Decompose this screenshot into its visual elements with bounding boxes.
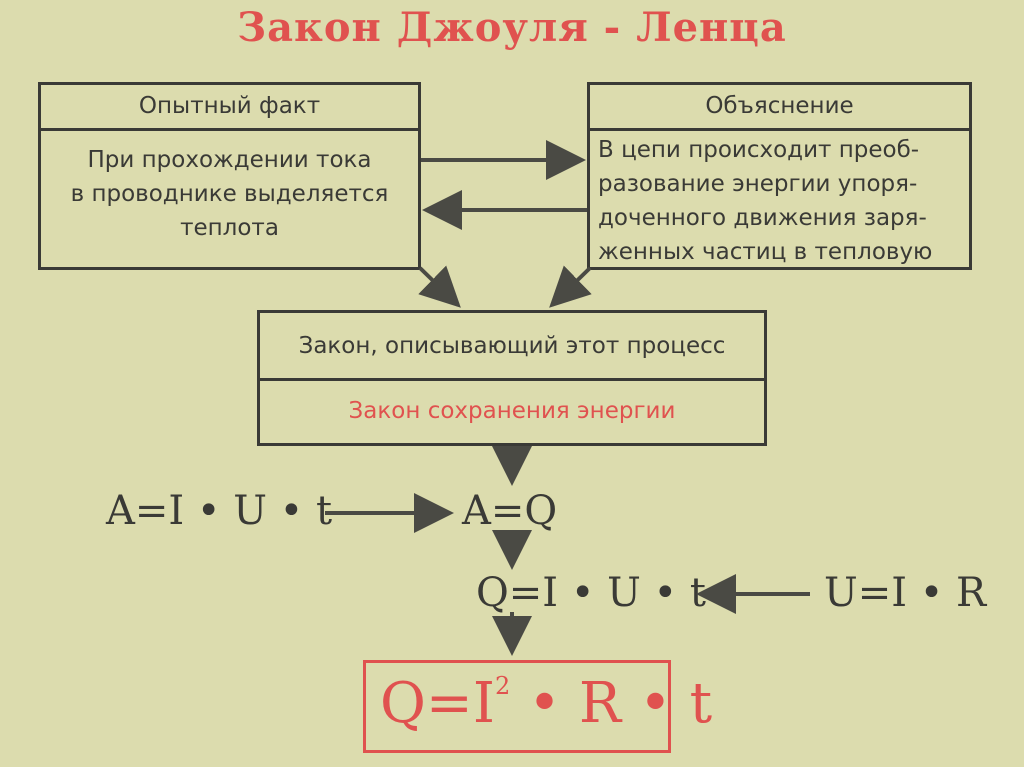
explanation-box: Объяснение В цепи происходит преоб- разо… [587, 82, 972, 270]
explanation-line: разование энергии упоря- [598, 171, 918, 197]
explanation-line: доченного движения заря- [598, 205, 927, 231]
ohm-law-formula: U=I • R [824, 570, 987, 616]
final-formula-exponent: 2 [494, 672, 511, 700]
experimental-fact-header: Опытный факт [41, 85, 418, 131]
law-name: Закон сохранения энергии [348, 398, 676, 424]
explanation-to-law-arrow [549, 265, 592, 308]
work-formula: A=I • U • t [106, 488, 333, 534]
law-box: Закон, описывающий этот процесс Закон со… [257, 310, 767, 446]
heat-formula: Q=I • U • t [476, 570, 706, 616]
experimental-fact-text: При прохождении тока в проводнике выделя… [41, 131, 418, 245]
explanation-line: В цепи происходит преоб- [598, 137, 920, 163]
experimental-fact-box: Опытный факт При прохождении тока в пров… [38, 82, 421, 270]
page-title: Закон Джоуля - Ленца [237, 4, 787, 51]
fact-to-law-arrow [418, 265, 461, 308]
fact-line: При прохождении тока [87, 147, 372, 173]
joule-lenz-formula-box: Q=I2 • R • t [363, 660, 712, 753]
final-formula-suffix: • R • t [510, 671, 713, 736]
explanation-header: Объяснение [590, 85, 969, 131]
fact-line: в проводнике выделяется [70, 181, 389, 207]
joule-lenz-formula: Q=I2 • R • t [380, 671, 712, 736]
fact-line: теплота [180, 215, 279, 241]
explanation-text: В цепи происходит преоб- разование энерг… [590, 131, 969, 269]
law-header: Закон, описывающий этот процесс [260, 313, 764, 381]
explanation-line: женных частиц в тепловую [598, 239, 933, 265]
final-formula-prefix: Q=I [380, 671, 495, 736]
work-equals-heat-formula: A=Q [462, 488, 558, 534]
